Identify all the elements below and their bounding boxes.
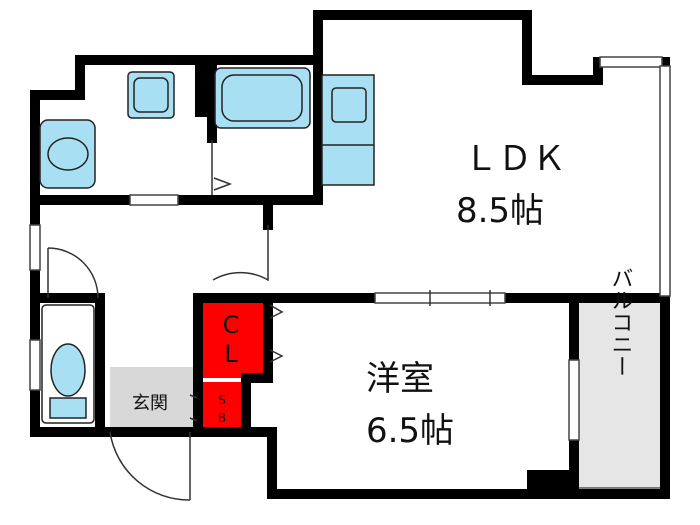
- closet-label-line1: C: [223, 311, 240, 339]
- entrance-label: 玄関: [132, 393, 168, 414]
- balcony-label: バルコニー: [608, 267, 633, 377]
- closet-label-line2: L: [224, 340, 238, 368]
- pillar: [195, 62, 215, 117]
- fixtures: [39, 67, 375, 424]
- shoe-box-label-line2: B: [218, 411, 226, 425]
- shoe-box[interactable]: [198, 382, 246, 430]
- entrance-area: [110, 367, 198, 432]
- doors[interactable]: [47, 140, 491, 501]
- closet[interactable]: [198, 302, 268, 378]
- washbasin: [127, 71, 175, 119]
- ldk-room-size: 8.5帖: [456, 191, 544, 231]
- pillar: [527, 470, 572, 494]
- ldk-room-name: ＬＤＫ: [464, 139, 566, 179]
- bathtub: [214, 67, 311, 129]
- windows: [29, 56, 671, 441]
- shoe-box-label-line1: S: [218, 393, 226, 407]
- balcony-area: [573, 297, 665, 489]
- western-room-size: 6.5帖: [366, 411, 454, 451]
- western-room-name: 洋室: [366, 359, 434, 399]
- toilet: [39, 119, 96, 189]
